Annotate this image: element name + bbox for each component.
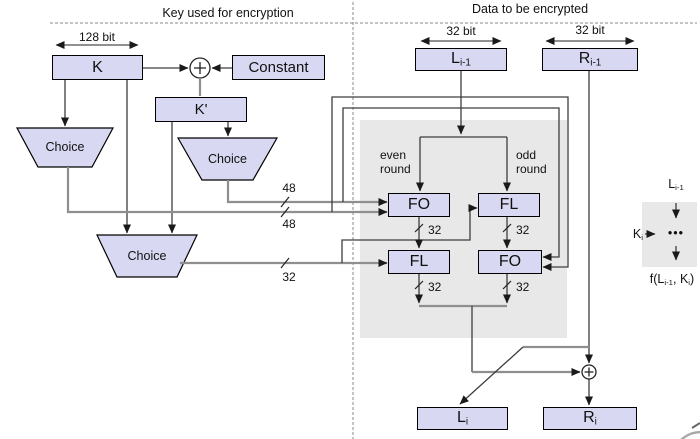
fl2-output-width: 32: [428, 280, 442, 294]
legend-key-label: Ki: [632, 227, 643, 242]
constant-box: Constant: [232, 55, 325, 80]
choice1-label: Choice: [45, 140, 85, 154]
right-data-width-label: 32 bit: [575, 23, 605, 37]
choice3-label: Choice: [127, 249, 167, 263]
key-width-label: 128 bit: [78, 30, 116, 44]
connector-lines: [61, 64, 680, 406]
right-input-box: Ri-1: [542, 48, 638, 71]
legend-output-label: f(Li-1, Ki): [649, 272, 695, 287]
key-box: K: [52, 55, 143, 80]
fo1-output-width: 32: [428, 223, 442, 237]
bus-48-upper-label: 48: [282, 181, 296, 195]
xor-icon: [189, 57, 211, 79]
fl-round1-box: FL: [478, 193, 540, 217]
left-section-title: Key used for encryption: [162, 6, 294, 20]
choice3-trapezoid: [96, 234, 198, 278]
bus-32-label: 32: [282, 270, 296, 284]
right-output-box: Ri: [543, 407, 637, 430]
fo-round1-box: FO: [388, 193, 450, 217]
page-curl-decoration: [680, 422, 700, 439]
section-dividers: [50, 2, 697, 439]
legend-ellipsis: •••: [667, 226, 685, 240]
choice2-trapezoid: [176, 137, 279, 181]
right-section-title: Data to be encrypted: [471, 2, 589, 16]
left-output-box: Li: [417, 407, 508, 430]
fl-round2-box: FL: [388, 250, 450, 274]
fo2-output-width: 32: [516, 280, 530, 294]
modified-key-box: K': [155, 97, 247, 122]
legend-input-label: Li-1: [668, 177, 684, 192]
left-data-width-label: 32 bit: [446, 24, 476, 38]
xor-icon: [581, 364, 597, 380]
bit-width-arrows: [55, 37, 635, 49]
bus-width-slashes: [280, 196, 512, 290]
fl1-output-width: 32: [516, 223, 530, 237]
bus-48-lower-label: 48: [282, 217, 296, 231]
choice1-trapezoid: [15, 127, 115, 168]
round-function-panel: [360, 120, 567, 338]
fo-round2-box: FO: [478, 250, 542, 274]
left-input-box: Li-1: [415, 48, 507, 71]
choice2-label: Choice: [208, 152, 247, 166]
